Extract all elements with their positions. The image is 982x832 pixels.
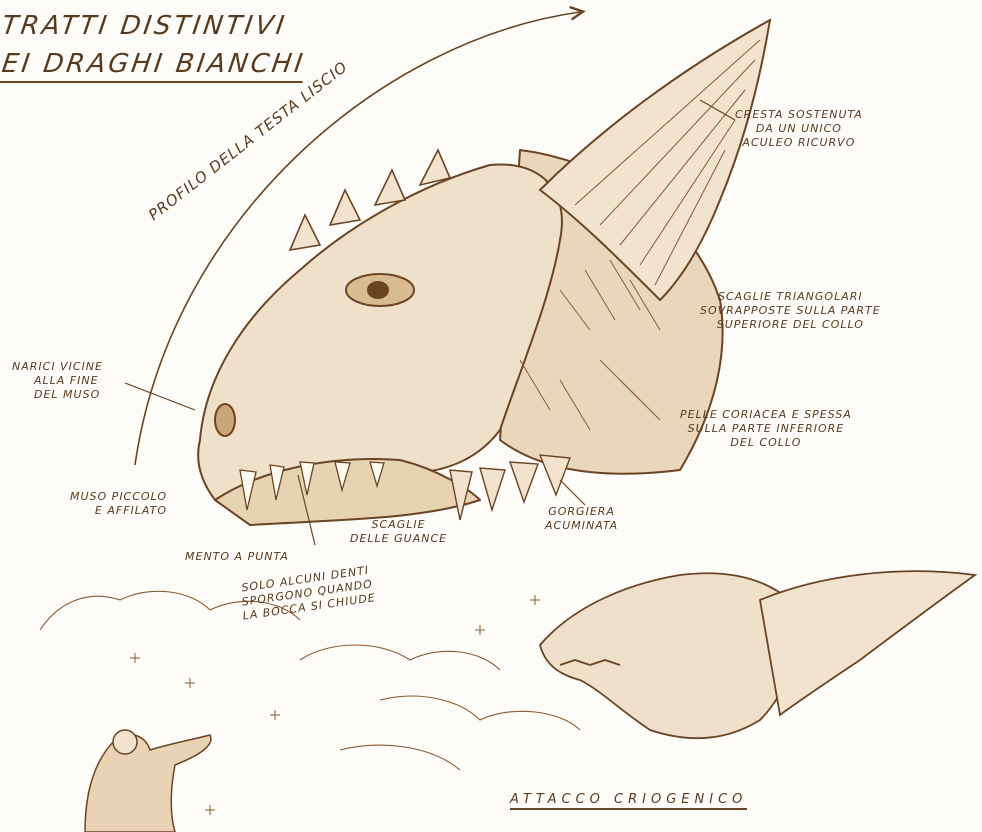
snout-annotation-line: MUSO PICCOLO bbox=[70, 490, 167, 504]
page-title-line-1: TRATTI DISTINTIVI bbox=[0, 10, 289, 43]
skin-annotation-line: PELLE CORIACEA E SPESSA bbox=[680, 408, 852, 422]
snout-annotation: MUSO PICCOLO E AFFILATO bbox=[70, 490, 167, 518]
nostrils-annotation-line: NARICI VICINE bbox=[12, 360, 103, 374]
crest-annotation-line: CRESTA SOSTENUTA bbox=[735, 108, 863, 122]
sparkles bbox=[130, 595, 540, 815]
skin-annotation-line: SULLA PARTE INFERIORE bbox=[680, 422, 852, 436]
crest-annotation: CRESTA SOSTENUTA DA UN UNICO ACULEO RICU… bbox=[735, 108, 863, 149]
chin-annotation: MENTO A PUNTA bbox=[185, 550, 289, 564]
scales-top-annotation: SCAGLIE TRIANGOLARI SOVRAPPOSTE SULLA PA… bbox=[700, 290, 881, 331]
adventurer-figure bbox=[85, 730, 211, 832]
nostrils-annotation-line: ALLA FINE bbox=[12, 374, 103, 388]
crest-annotation-line: ACULEO RICURVO bbox=[735, 136, 863, 150]
crest-annotation-line: DA UN UNICO bbox=[735, 122, 863, 136]
cheeks-annotation: SCAGLIE DELLE GUANCE bbox=[350, 518, 447, 546]
dragon-head-attack bbox=[540, 571, 975, 738]
cheeks-annotation-line: SCAGLIE bbox=[350, 518, 447, 532]
nostrils-annotation-line: DEL MUSO bbox=[12, 388, 103, 402]
skin-annotation-line: DEL COLLO bbox=[680, 436, 852, 450]
scales-top-annotation-line: SCAGLIE TRIANGOLARI bbox=[700, 290, 881, 304]
gorget-annotation: GORGIERA ACUMINATA bbox=[545, 505, 618, 533]
nostrils-annotation: NARICI VICINE ALLA FINE DEL MUSO bbox=[12, 360, 103, 401]
scales-top-annotation-line: SUPERIORE DEL COLLO bbox=[700, 318, 881, 332]
snout-annotation-line: E AFFILATO bbox=[70, 504, 167, 518]
attack-caption: ATTACCO CRIOGENICO bbox=[510, 792, 747, 810]
gorget-annotation-line: GORGIERA bbox=[545, 505, 618, 519]
gorget-annotation-line: ACUMINATA bbox=[545, 519, 618, 533]
cheeks-annotation-line: DELLE GUANCE bbox=[350, 532, 447, 546]
skin-annotation: PELLE CORIACEA E SPESSA SULLA PARTE INFE… bbox=[680, 408, 852, 449]
scales-top-annotation-line: SOVRAPPOSTE SULLA PARTE bbox=[700, 304, 881, 318]
page-title-line-2: EI DRAGHI BIANCHI bbox=[0, 48, 307, 83]
